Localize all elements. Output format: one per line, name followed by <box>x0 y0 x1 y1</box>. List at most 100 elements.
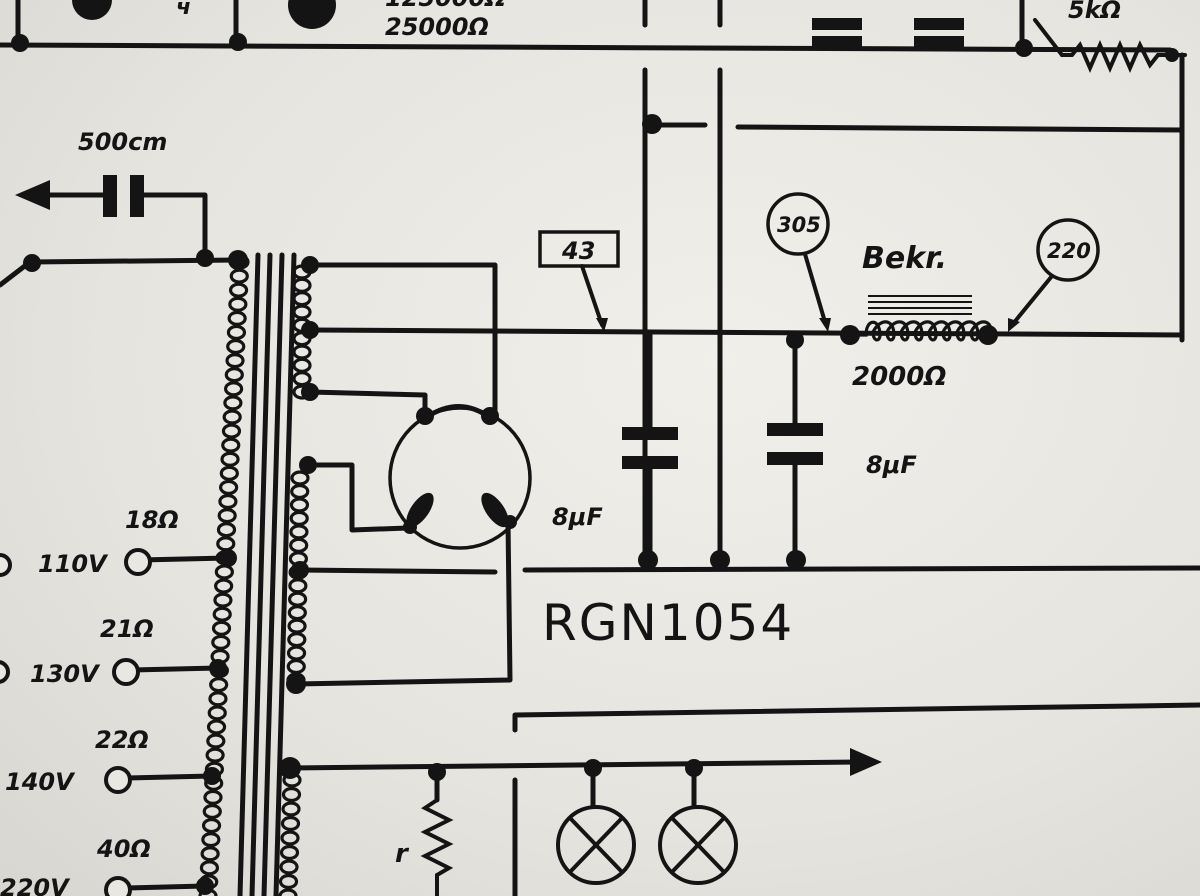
cap-plate <box>622 456 678 469</box>
coil-loop <box>281 801 301 817</box>
coil-loop <box>222 409 242 425</box>
cap-plate <box>914 36 964 48</box>
wire <box>1033 18 1064 57</box>
filter-cap-right <box>767 331 823 563</box>
coil-loop <box>286 658 306 675</box>
junction-dot <box>978 325 998 345</box>
cap-plate <box>622 427 678 440</box>
coil-loop <box>219 465 239 481</box>
choke-resistance-label: 2000Ω <box>852 362 946 392</box>
transformer <box>198 252 312 896</box>
terminal <box>0 660 10 684</box>
coil-loop <box>201 832 221 848</box>
tap-ohm-label: 22Ω <box>95 726 149 754</box>
coil-loop <box>228 282 249 298</box>
top-glyph: ч <box>176 0 191 20</box>
tap-140v-terminal[interactable] <box>104 766 132 794</box>
cap-left-label: 8μF <box>552 503 603 531</box>
top-bus-wire <box>0 42 1173 53</box>
secondary-winding-heater <box>278 772 302 896</box>
cap-plate <box>812 36 862 48</box>
wire <box>568 816 624 874</box>
coil-loop <box>287 631 307 648</box>
test-point-220-circle <box>1036 218 1100 282</box>
coil-loop <box>212 606 232 622</box>
resistor-top-value-2: 25000Ω <box>385 13 489 41</box>
coil-loop <box>225 353 245 369</box>
junction-dot <box>11 34 29 52</box>
coil-loop <box>280 815 301 832</box>
coil-loop <box>201 817 222 834</box>
cap-plate <box>812 18 862 30</box>
coil-loop <box>290 483 310 500</box>
terminal <box>0 553 12 577</box>
filter-choke <box>840 295 998 345</box>
coil-loop <box>200 846 220 862</box>
coil-loop <box>292 344 312 360</box>
coil-loop <box>205 747 225 763</box>
transformer-core-line <box>249 252 273 896</box>
lamp-circle <box>556 805 636 885</box>
coil-loop <box>279 859 299 875</box>
heater-arrow <box>850 748 882 776</box>
coil-loop <box>278 888 298 896</box>
junction-dot <box>786 331 804 349</box>
coil-loop <box>220 451 240 467</box>
coil-loop <box>288 591 308 607</box>
pilot-lamp-1 <box>556 805 636 885</box>
junction-dot <box>291 561 309 579</box>
lamp-circle <box>658 805 738 885</box>
junction-dot <box>219 549 237 567</box>
junction-dot <box>301 383 319 401</box>
test-point-220-label: 220 <box>1047 239 1091 263</box>
coil-loop <box>221 423 242 439</box>
coil-loop <box>226 338 246 355</box>
coil-loop <box>280 830 300 846</box>
junction-dot <box>279 757 301 779</box>
tap-130v-terminal[interactable] <box>112 658 140 686</box>
primary-winding <box>198 254 250 896</box>
coil-loop <box>226 324 247 341</box>
junction-dot <box>196 877 214 895</box>
tap-ohm-label: 18Ω <box>125 506 179 534</box>
wire <box>307 389 428 415</box>
wire <box>735 124 1185 133</box>
tube-anode <box>481 492 509 528</box>
coil-loop <box>214 564 234 580</box>
junction-dot <box>503 515 517 529</box>
coil-loop <box>287 605 307 621</box>
junction-dot <box>1015 39 1033 57</box>
resistor-bottom-label: r <box>395 839 410 869</box>
tap-volt-label: 110V <box>38 550 109 578</box>
tap-volt-label: 130V <box>30 660 101 688</box>
wire <box>297 567 498 575</box>
resistor-top-value-1: 125000Ω <box>385 0 506 12</box>
junction-dot <box>710 550 730 570</box>
junction-dot <box>209 659 227 677</box>
arrowhead <box>596 318 608 332</box>
tap-110v-terminal[interactable] <box>124 548 152 576</box>
wire <box>122 773 215 781</box>
coil-loop <box>214 578 234 594</box>
tap-220v-terminal[interactable] <box>104 876 132 896</box>
cap-plate <box>767 423 823 436</box>
coil-loop <box>203 789 223 805</box>
junction-dot <box>301 256 319 274</box>
coil-loop <box>288 578 308 594</box>
coil-loop <box>213 592 233 608</box>
coil-loop <box>289 524 309 540</box>
coil-loop <box>286 645 307 661</box>
coil-loop <box>228 296 248 312</box>
arrowhead <box>1008 318 1020 332</box>
coil-loop <box>208 691 228 707</box>
tap-volt-label: 220V <box>0 874 71 896</box>
coil-loop <box>289 497 310 513</box>
coupling-cap-label: 500cm <box>78 128 167 156</box>
wire <box>305 462 411 533</box>
coil-loop <box>219 479 239 496</box>
wire <box>137 555 231 563</box>
coil-loop <box>206 719 227 735</box>
pilot-lamp-2 <box>658 805 738 885</box>
terminal-dot <box>72 0 112 20</box>
resistor-5k-label: 5kΩ <box>1068 0 1121 24</box>
